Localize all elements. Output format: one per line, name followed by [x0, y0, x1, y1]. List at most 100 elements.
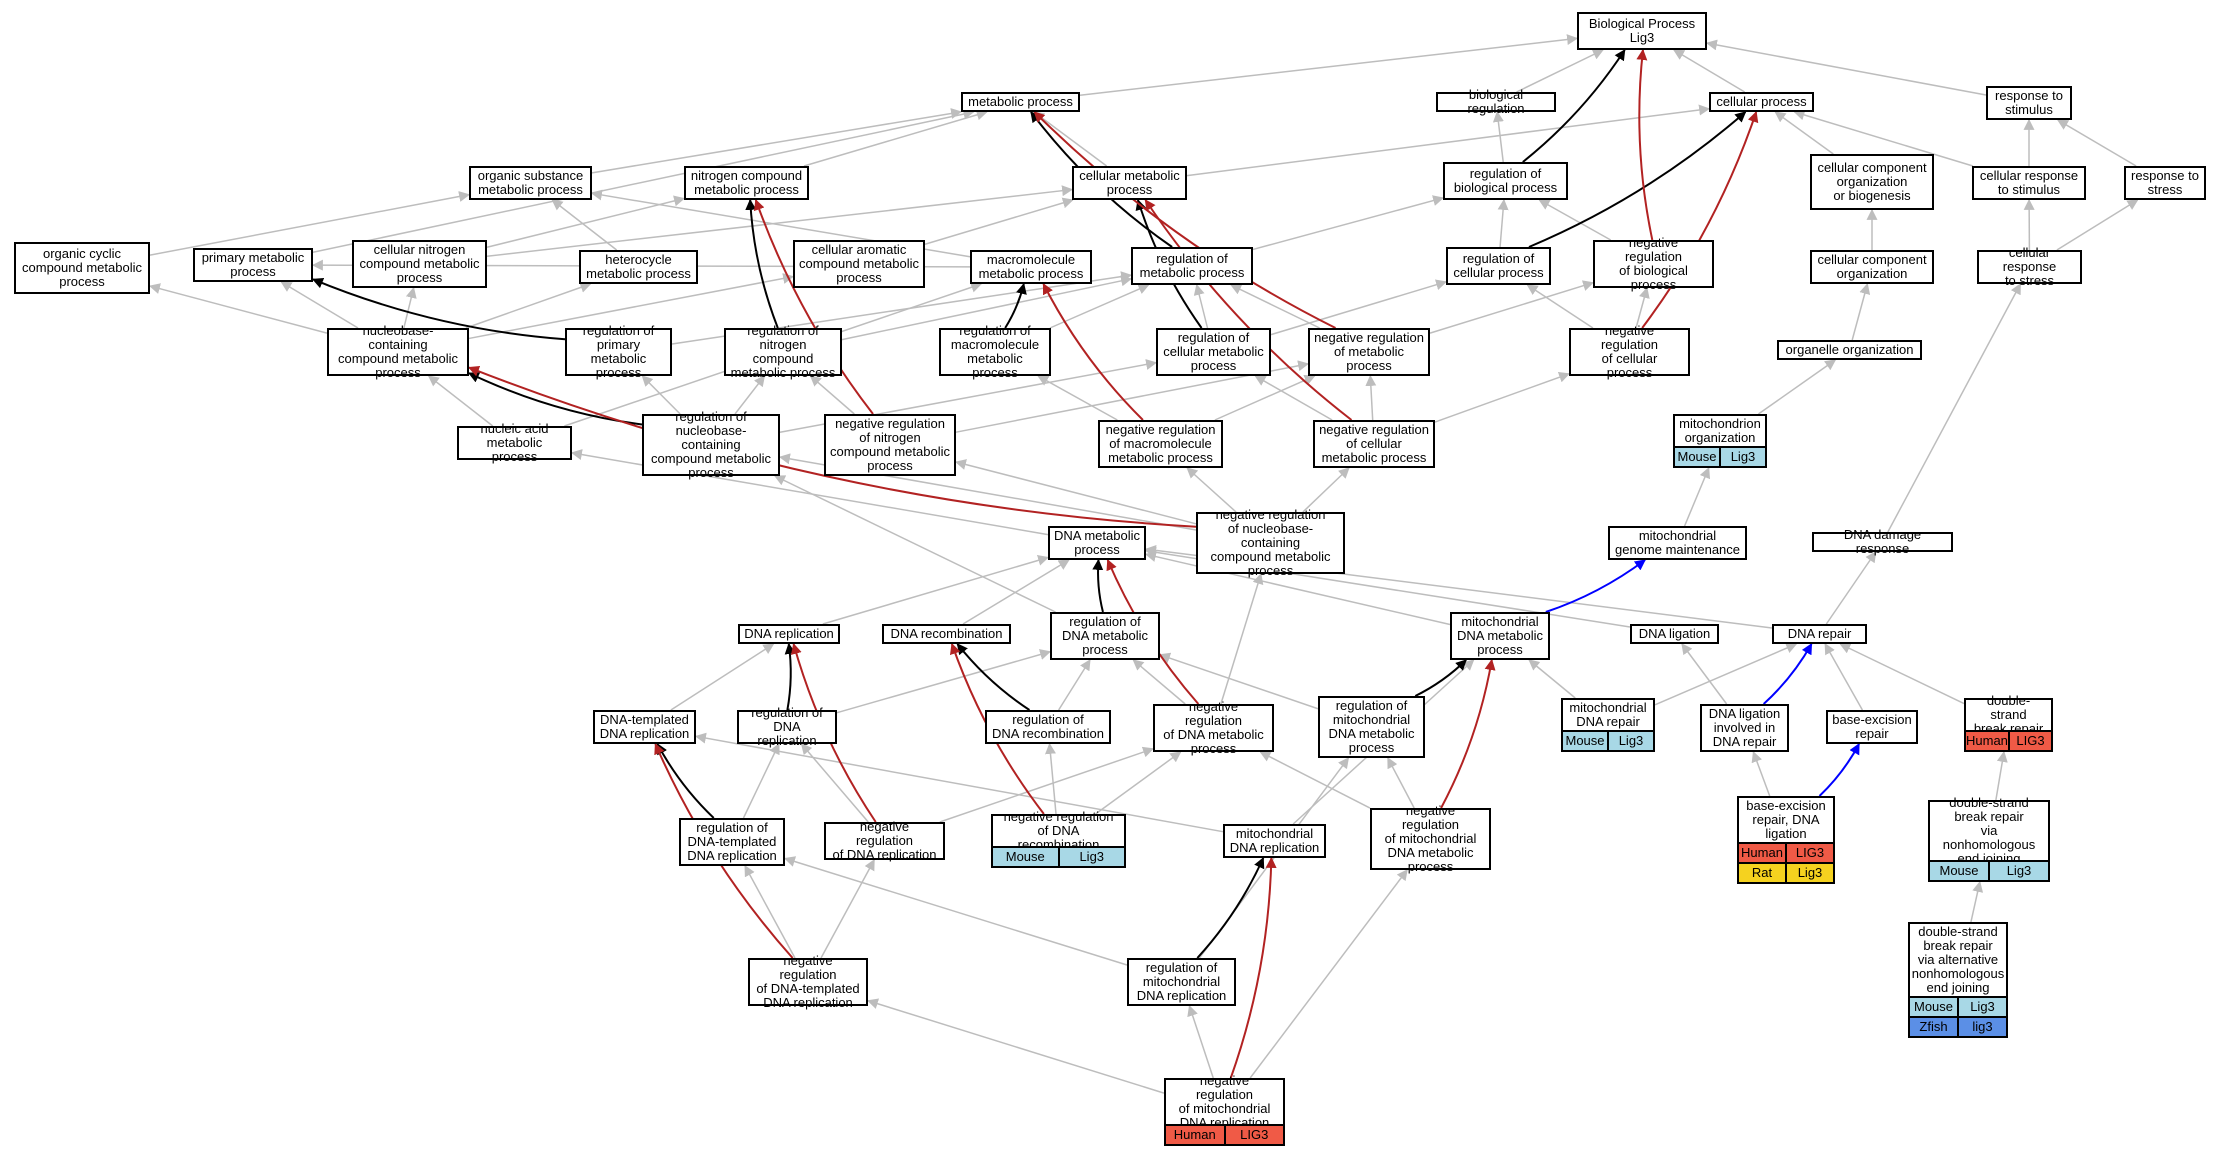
- edge-negatively-regulates: [1440, 658, 1496, 809]
- edge-is-a: [1186, 104, 1711, 177]
- edge-is-a: [1887, 283, 2022, 533]
- go-term-neg-reg-mito-dna-metab: negative regulation of mitochondrial DNA…: [1370, 804, 1491, 874]
- go-term-neg-reg-nucleobase: negative regulation of nucleobase-contai…: [1196, 507, 1345, 578]
- go-term-neg-reg-dna-rep: negative regulation of DNA replication: [824, 820, 945, 862]
- go-term-nucleic-acid: nucleic acid metabolic process: [457, 422, 572, 464]
- edge-is-a: [1538, 199, 1612, 241]
- species-label: Mouse: [1910, 998, 1957, 1016]
- edge-is-a: [1492, 110, 1504, 163]
- edge-is-a: [1079, 34, 1579, 96]
- term-label: cellular process: [1716, 94, 1807, 109]
- edge-regulates: [1522, 49, 1626, 163]
- term-label: regulation of macromolecule metabolic pr…: [950, 323, 1040, 380]
- edge-is-a: [803, 109, 988, 167]
- term-label: negative regulation of nitrogen compound…: [830, 416, 950, 473]
- go-term-mito-genome: mitochondrial genome maintenance: [1608, 526, 1747, 560]
- term-label: organelle organization: [1785, 342, 1914, 357]
- edge-is-a: [1673, 49, 1746, 93]
- term-label: negative regulation of DNA-templated DNA…: [756, 953, 860, 1010]
- gene-label: Lig3: [1057, 848, 1124, 866]
- go-term-neg-reg-cell-metab: negative regulation of cellular metaboli…: [1313, 420, 1435, 468]
- go-term-reg-mito-dna-rep: regulation of mitochondrial DNA replicat…: [1127, 958, 1236, 1006]
- term-label: regulation of cellular process: [1453, 251, 1544, 280]
- edge-is-a: [1751, 750, 1771, 797]
- edge-is-a: [1995, 750, 2008, 801]
- edge-is-a: [1970, 880, 1984, 923]
- term-label: DNA damage response: [1843, 527, 1922, 556]
- edge-is-a: [800, 743, 869, 823]
- term-label: mitochondrial DNA repair: [1569, 700, 1647, 729]
- edge-is-a: [1049, 283, 1150, 329]
- edge-negatively-regulates: [1042, 283, 1144, 421]
- term-label: nitrogen compound metabolic process: [690, 168, 803, 197]
- edge-is-a: [1528, 659, 1576, 699]
- edge-negatively-regulates: [1144, 199, 1353, 421]
- edge-is-a: [670, 643, 775, 711]
- edge-is-a: [1132, 659, 1186, 705]
- gene-label: Lig3: [1957, 998, 2006, 1016]
- edge-is-a: [1158, 652, 1319, 710]
- edge-regulates: [1196, 856, 1265, 959]
- go-term-reg-nitrogen: regulation of nitrogen compound metaboli…: [724, 323, 842, 380]
- edge-regulates: [1092, 558, 1104, 613]
- term-label: organic substance metabolic process: [477, 168, 584, 197]
- edge-is-a: [591, 108, 963, 174]
- go-term-neg-reg-nitrogen: negative regulation of nitrogen compound…: [824, 414, 956, 476]
- edge-is-a: [403, 286, 417, 329]
- edge-is-a: [312, 108, 975, 253]
- edge-is-a: [939, 746, 1155, 823]
- go-term-neg-reg-dna-templ: negative regulation of DNA-templated DNA…: [748, 953, 868, 1010]
- term-label: cellular component organization or bioge…: [1817, 160, 1927, 203]
- go-term-neg-reg-mito-dna-rep: negative regulation of mitochondrial DNA…: [1164, 1074, 1285, 1146]
- go-term-dna-lig-repair: DNA ligation involved in DNA repair: [1700, 704, 1789, 752]
- term-label: negative regulation of nucleobase-contai…: [1210, 507, 1331, 578]
- edge-regulates: [1414, 659, 1467, 697]
- gene-label: LIG3: [2007, 732, 2051, 750]
- go-term-neg-reg-bio: negative regulation of biological proces…: [1593, 236, 1714, 292]
- term-label: regulation of DNA replication: [751, 705, 823, 748]
- term-label: negative regulation of cellular process: [1600, 323, 1659, 380]
- go-term-reg-cell-metab: regulation of cellular metabolic process: [1156, 328, 1271, 376]
- term-label: double-strand break repair via nonhomolo…: [1942, 795, 2036, 866]
- species-label: Human: [1166, 1126, 1224, 1144]
- go-term-reg-bio: regulation of biological process: [1443, 162, 1568, 200]
- edge-is-a: [1045, 742, 1057, 815]
- go-term-resp-stim: response to stimulus: [1986, 86, 2072, 120]
- term-label: biological regulation: [1467, 87, 1525, 116]
- go-term-cell-metab: cellular metabolic process: [1072, 166, 1187, 200]
- edge-regulates: [745, 198, 779, 329]
- edge-is-a: [1851, 282, 1871, 341]
- go-term-dna-damage: DNA damage response: [1812, 527, 1953, 556]
- edge-is-a: [149, 191, 471, 256]
- term-label: response to stimulus: [1995, 88, 2063, 117]
- species-label: Mouse: [1930, 862, 1988, 880]
- term-label: heterocycle metabolic process: [586, 252, 691, 281]
- go-term-organic-sub: organic substance metabolic process: [469, 166, 592, 200]
- edge-is-a: [2056, 119, 2137, 167]
- edge-part-of: [1818, 743, 1860, 797]
- go-term-cell-comp-org-bio: cellular component organization or bioge…: [1810, 154, 1934, 210]
- gene-label: Lig3: [1785, 864, 1833, 882]
- term-label: regulation of nitrogen compound metaboli…: [730, 323, 836, 380]
- term-label: DNA ligation: [1638, 626, 1711, 641]
- edge-is-a: [820, 859, 875, 959]
- go-term-nitrogen: nitrogen compound metabolic process: [684, 166, 809, 200]
- go-term-primary: primary metabolic process: [193, 248, 313, 282]
- species-label: Mouse: [1563, 732, 1607, 750]
- edge-negatively-regulates: [1636, 48, 1654, 241]
- edge-is-a: [486, 185, 1074, 258]
- term-label: Biological Process Lig3: [1588, 16, 1696, 45]
- edge-regulates: [784, 642, 796, 711]
- go-term-neg-reg-dna-recomb: negative regulation of DNA recombination…: [991, 810, 1126, 868]
- edge-is-a: [1365, 374, 1377, 421]
- go-term-cellular: cellular process: [1709, 92, 1814, 112]
- term-label: regulation of metabolic process: [1139, 251, 1245, 280]
- edge-is-a: [924, 197, 1074, 245]
- edge-is-a: [773, 475, 1056, 613]
